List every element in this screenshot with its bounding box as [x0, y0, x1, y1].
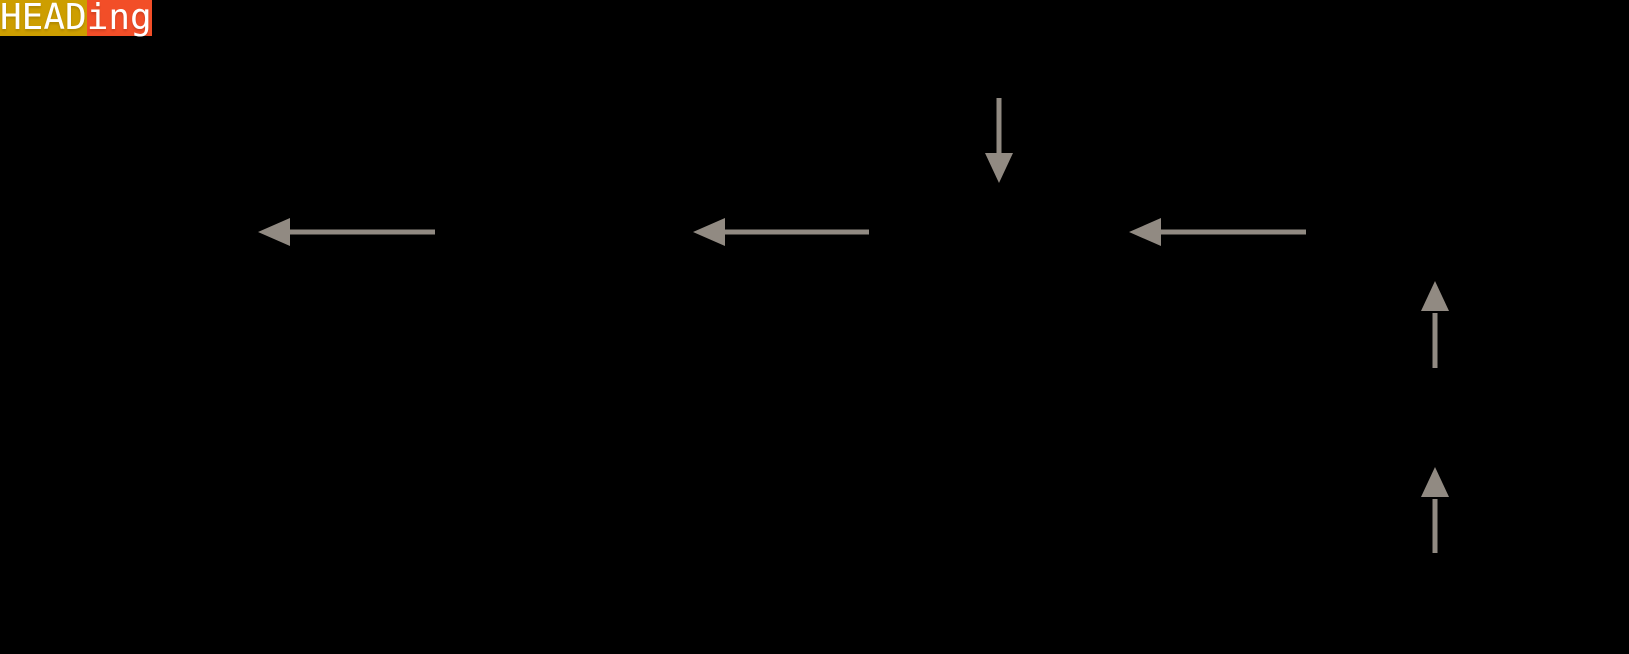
head-pointer: HEAD	[0, 0, 87, 36]
arrow-f30ab-to-34ac2	[693, 218, 869, 246]
arrow-34ac2-to-98ca9	[258, 218, 435, 246]
arrow-87ab2-to-f30ab	[1129, 218, 1306, 246]
arrow-testing-to-87ab2	[1421, 281, 1449, 368]
arrow-head-to-testing	[1421, 467, 1449, 553]
arrow-master-to-f30ab	[985, 98, 1013, 183]
head-label: HEAD	[0, 0, 87, 38]
